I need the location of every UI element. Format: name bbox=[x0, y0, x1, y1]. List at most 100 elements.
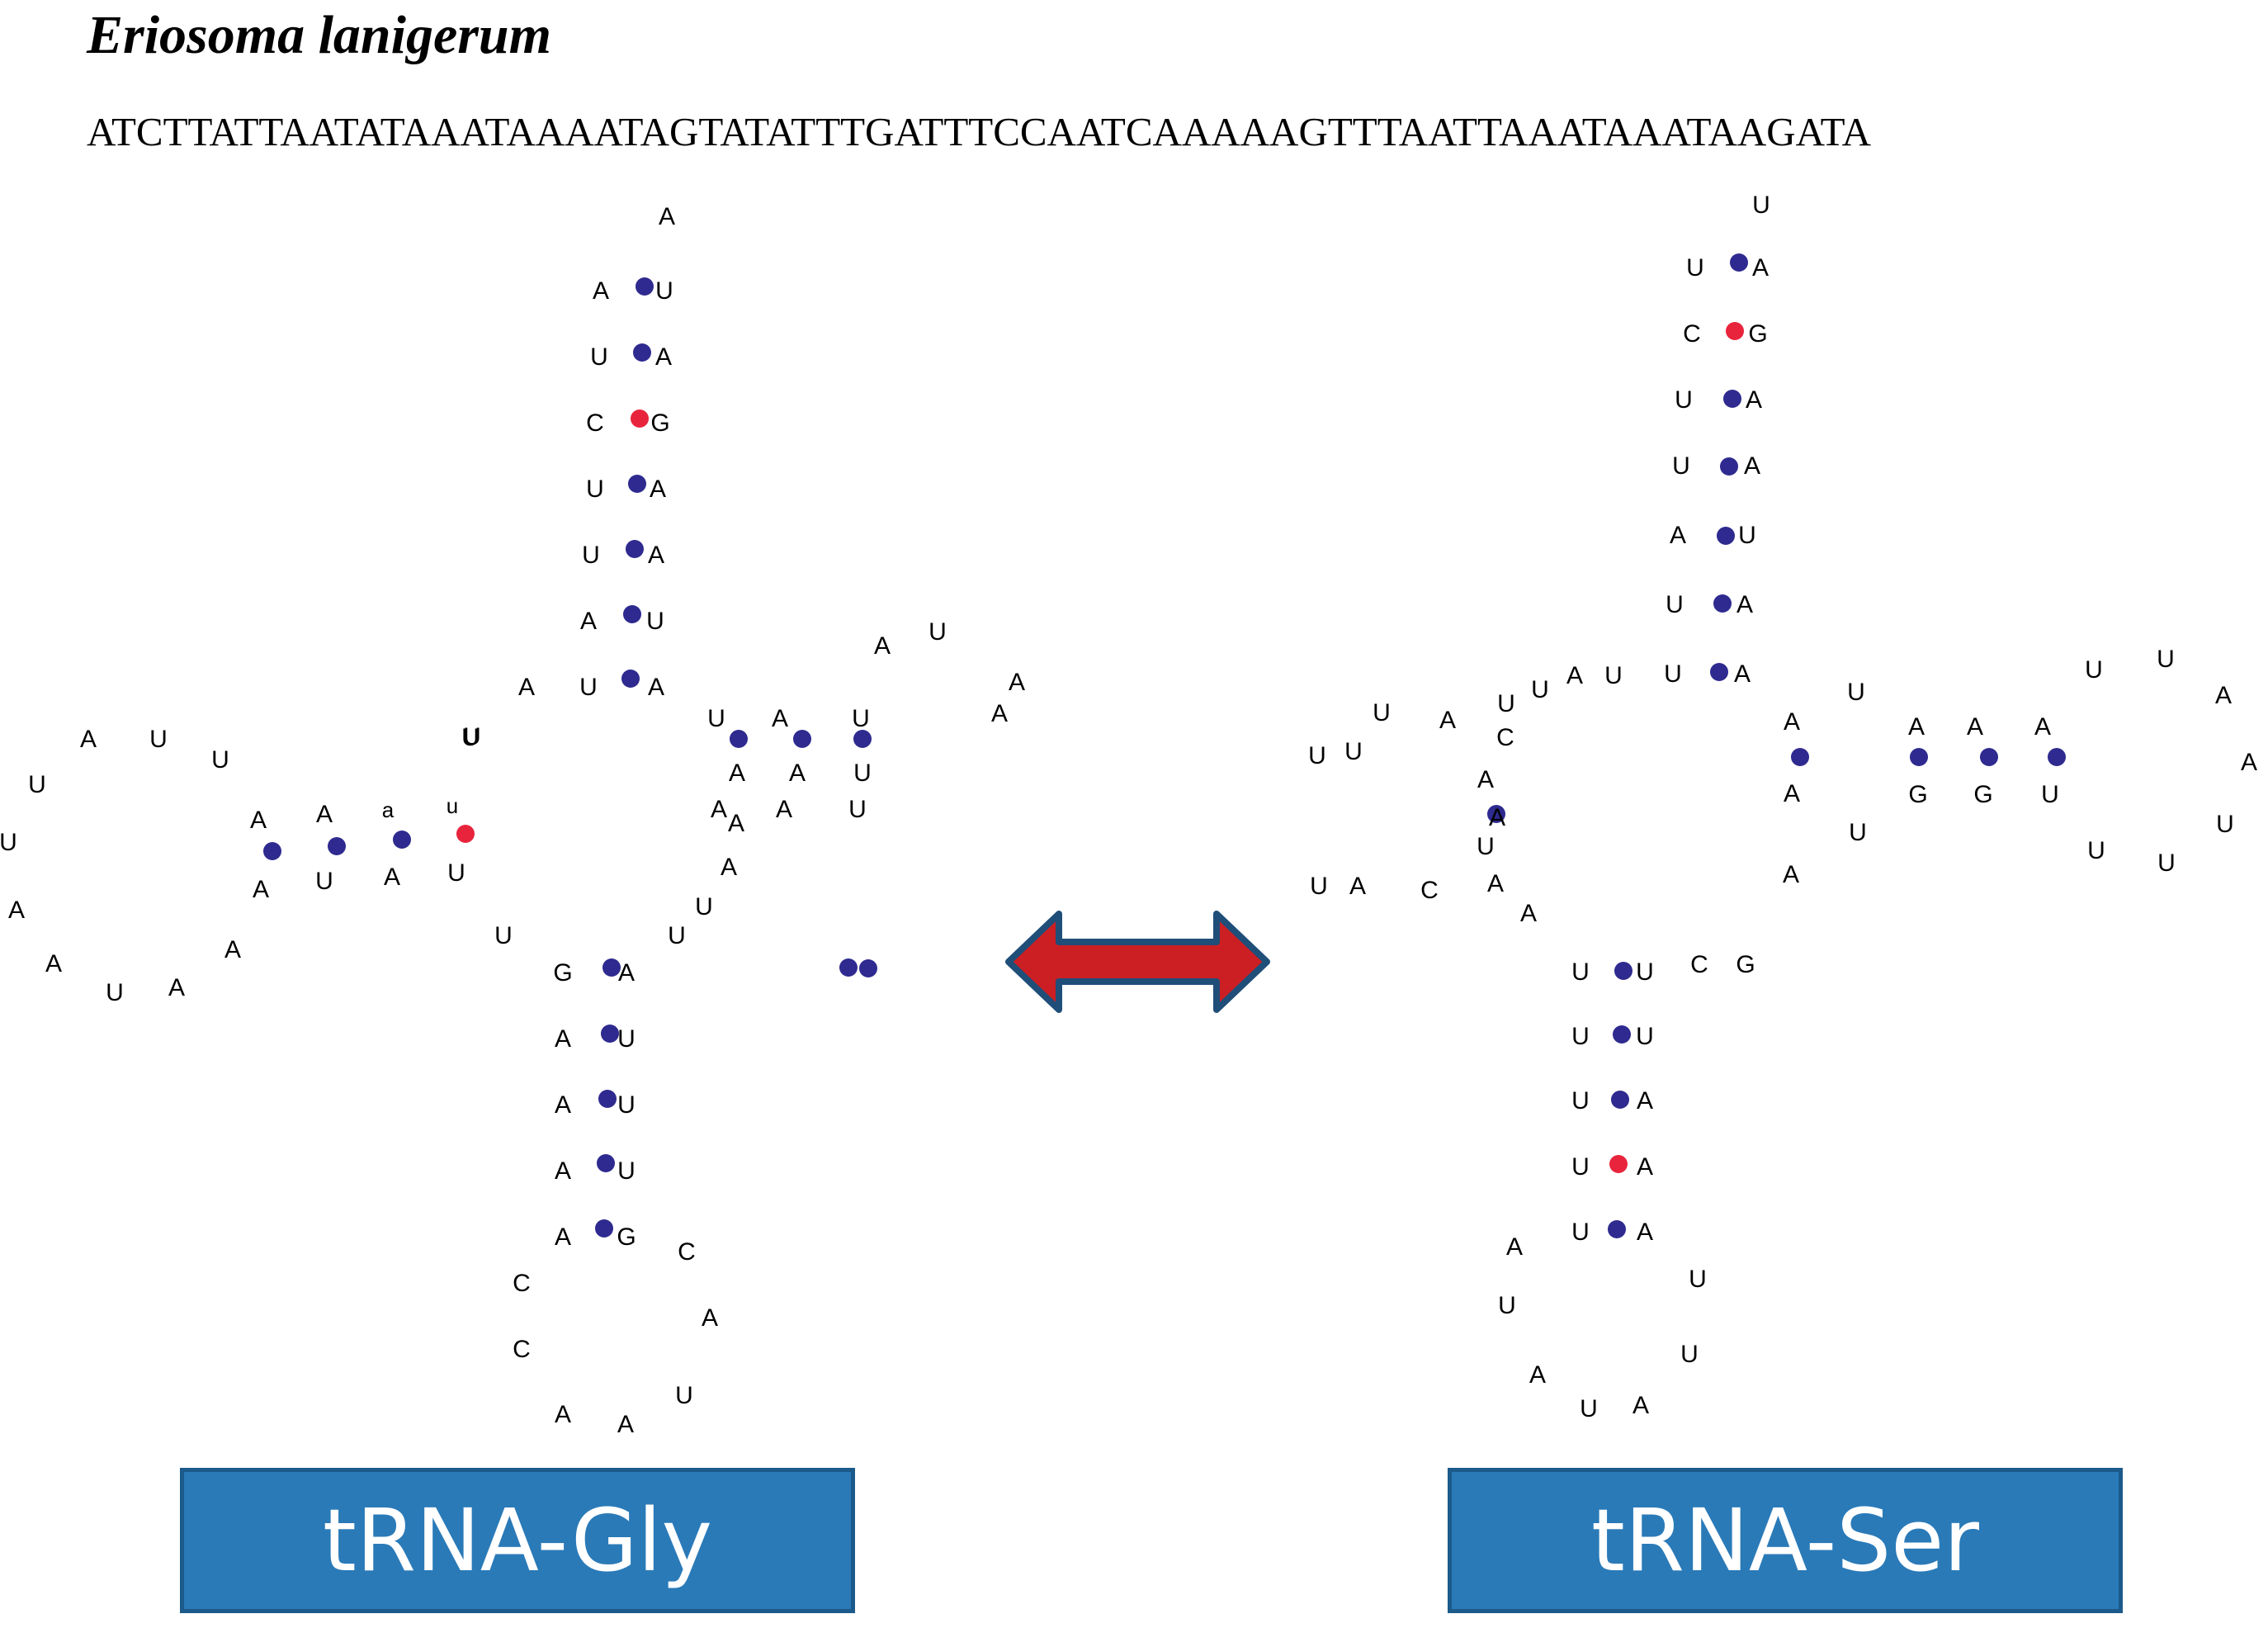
ser-nucleotide: A bbox=[1784, 780, 1800, 807]
gly-nucleotide: U bbox=[582, 542, 600, 569]
gly-nucleotide: G bbox=[650, 409, 669, 437]
trna-gly-label: tRNA-Gly bbox=[180, 1468, 855, 1613]
ser-nucleotide: U bbox=[1738, 522, 1756, 549]
gly-nucleotide: U bbox=[211, 746, 229, 774]
ser-nucleotide: A bbox=[1752, 254, 1769, 282]
ser-nucleotide: A bbox=[2215, 682, 2232, 709]
ser-nucleotide: A bbox=[1520, 900, 1537, 927]
gly-nucleotide: A bbox=[729, 760, 745, 787]
wc-base-pair-dot bbox=[1720, 457, 1738, 476]
ser-nucleotide: A bbox=[1566, 662, 1583, 689]
gly-nucleotide: A bbox=[555, 1401, 571, 1428]
wc-base-pair-dot bbox=[595, 1219, 613, 1238]
wc-base-pair-dot bbox=[628, 475, 646, 493]
gly-nucleotide: U bbox=[617, 1157, 636, 1185]
gly-nucleotide: A bbox=[555, 1091, 571, 1119]
gly-nucleotide: A bbox=[991, 700, 1008, 727]
wc-base-pair-dot bbox=[623, 605, 641, 623]
gly-nucleotide: G bbox=[553, 959, 572, 987]
ser-nucleotide: U bbox=[2216, 811, 2234, 838]
ser-nucleotide: U bbox=[1680, 1341, 1699, 1368]
ser-nucleotide: A bbox=[1908, 713, 1925, 741]
ser-nucleotide: A bbox=[1967, 713, 1983, 741]
gly-nucleotide: A bbox=[45, 950, 62, 977]
gly-nucleotide: C bbox=[678, 1238, 696, 1266]
gly-nucleotide: U bbox=[675, 1382, 693, 1409]
gly-nucleotide: U bbox=[494, 922, 513, 949]
gly-nucleotide: A bbox=[711, 796, 727, 823]
ser-nucleotide: U bbox=[1571, 958, 1590, 986]
wc-base-pair-dot bbox=[393, 831, 411, 849]
ser-nucleotide: U bbox=[1531, 676, 1549, 703]
ser-nucleotide: U bbox=[1604, 662, 1623, 689]
ser-nucleotide: U bbox=[1497, 690, 1515, 717]
ser-nucleotide: A bbox=[1529, 1361, 1546, 1389]
gly-nucleotide: U bbox=[655, 277, 673, 305]
gly-nucleotide: A bbox=[655, 343, 672, 371]
gly-nucleotide: U bbox=[586, 476, 604, 503]
wc-base-pair-dot bbox=[1791, 748, 1809, 766]
wc-base-pair-dot bbox=[1613, 1025, 1631, 1044]
gly-nucleotide: A bbox=[772, 705, 788, 732]
wc-base-pair-dot bbox=[853, 730, 872, 748]
gly-nucleotide: A bbox=[618, 959, 635, 987]
gly-nucleotide: A bbox=[316, 801, 333, 828]
ser-nucleotide: U bbox=[2085, 656, 2103, 684]
gly-nucleotide: U bbox=[853, 760, 872, 787]
ser-nucleotide: A bbox=[2241, 749, 2257, 776]
ser-nucleotide: C bbox=[1683, 320, 1701, 348]
wc-base-pair-dot bbox=[1611, 1091, 1629, 1109]
trna-ser-label: tRNA-Ser bbox=[1448, 1468, 2123, 1613]
wc-base-pair-dot bbox=[602, 958, 621, 977]
ser-nucleotide: U bbox=[1373, 699, 1391, 726]
gly-nucleotide: U bbox=[28, 771, 46, 798]
gly-nucleotide: C bbox=[513, 1336, 531, 1363]
ser-nucleotide: G bbox=[1748, 320, 1767, 348]
ser-nucleotide: U bbox=[1571, 1023, 1590, 1050]
gly-nucleotide: A bbox=[650, 476, 666, 503]
wc-base-pair-dot bbox=[1614, 962, 1632, 980]
ser-nucleotide: U bbox=[1580, 1395, 1598, 1422]
ser-nucleotide: U bbox=[2087, 837, 2105, 864]
ser-nucleotide: G bbox=[1736, 951, 1755, 978]
gly-nucleotide: U bbox=[461, 724, 480, 751]
gly-nucleotide: A bbox=[721, 854, 737, 881]
ser-nucleotide: A bbox=[1506, 1233, 1523, 1261]
ser-nucleotide: A bbox=[1477, 766, 1494, 793]
ser-nucleotide: A bbox=[1489, 804, 1505, 831]
gly-nucleotide: A bbox=[555, 1157, 571, 1185]
ser-nucleotide: A bbox=[1744, 452, 1760, 480]
gly-nucleotide: U bbox=[848, 796, 867, 823]
gly-nucleotide: U bbox=[463, 723, 481, 750]
ser-nucleotide: U bbox=[1664, 660, 1682, 688]
ser-nucleotide: C bbox=[1690, 951, 1708, 978]
ser-nucleotide: C bbox=[1420, 877, 1439, 904]
ser-nucleotide: A bbox=[1349, 873, 1366, 900]
gly-nucleotide: G bbox=[617, 1223, 636, 1251]
gly-nucleotide: u bbox=[447, 793, 458, 818]
ser-nucleotide: A bbox=[1736, 591, 1753, 618]
ser-nucleotide: U bbox=[2157, 849, 2176, 877]
wc-base-pair-dot bbox=[859, 959, 877, 977]
gly-nucleotide: A bbox=[776, 796, 792, 823]
wc-base-pair-dot bbox=[633, 343, 651, 362]
ser-nucleotide: A bbox=[1637, 1219, 1653, 1246]
ser-nucleotide: A bbox=[1734, 660, 1751, 688]
ser-nucleotide: G bbox=[1908, 781, 1927, 808]
ser-nucleotide: A bbox=[1783, 861, 1799, 888]
wc-base-pair-dot bbox=[1710, 663, 1728, 681]
ser-nucleotide: U bbox=[2157, 646, 2175, 673]
ser-nucleotide: U bbox=[1752, 192, 1770, 219]
ser-nucleotide: U bbox=[1675, 386, 1693, 414]
gc-base-pair-dot bbox=[1609, 1155, 1628, 1173]
ser-nucleotide: U bbox=[1571, 1219, 1590, 1246]
ser-nucleotide: U bbox=[1672, 452, 1690, 480]
wc-base-pair-dot bbox=[1723, 390, 1741, 408]
wc-base-pair-dot bbox=[1608, 1220, 1626, 1238]
gly-nucleotide: U bbox=[149, 726, 168, 753]
wc-base-pair-dot bbox=[1730, 253, 1748, 272]
ser-nucleotide: U bbox=[1636, 958, 1654, 986]
ser-nucleotide: U bbox=[1686, 254, 1704, 282]
gly-nucleotide: A bbox=[168, 974, 185, 1001]
